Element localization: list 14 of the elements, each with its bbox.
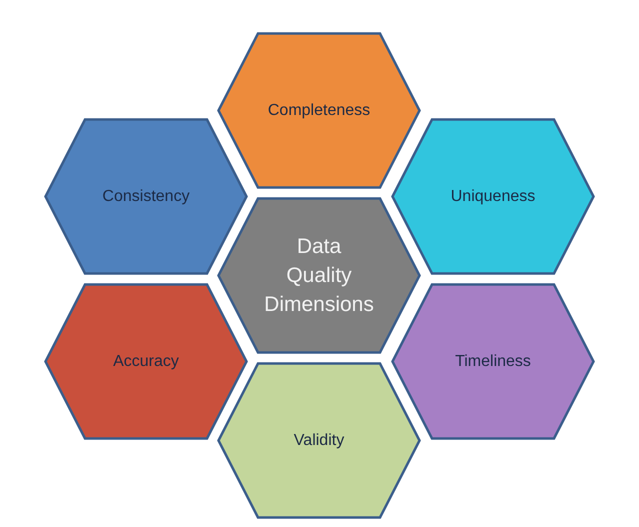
hexagon [217, 197, 421, 354]
dimension-name: Consistency [102, 188, 190, 206]
center-title: Data Quality Dimensions [264, 233, 374, 318]
dimension-name: Completeness [268, 102, 370, 120]
dimension-name: Validity [294, 432, 344, 450]
hexagon [44, 283, 248, 440]
dimension-name: Timeliness [455, 352, 531, 370]
dimension-name: Accuracy [113, 352, 179, 370]
hexagon [44, 118, 248, 275]
hexagon [217, 362, 421, 519]
dimension-name: Uniqueness [450, 188, 536, 206]
hexagon [391, 118, 595, 275]
hexagon [391, 283, 595, 440]
hexagon [217, 32, 421, 189]
